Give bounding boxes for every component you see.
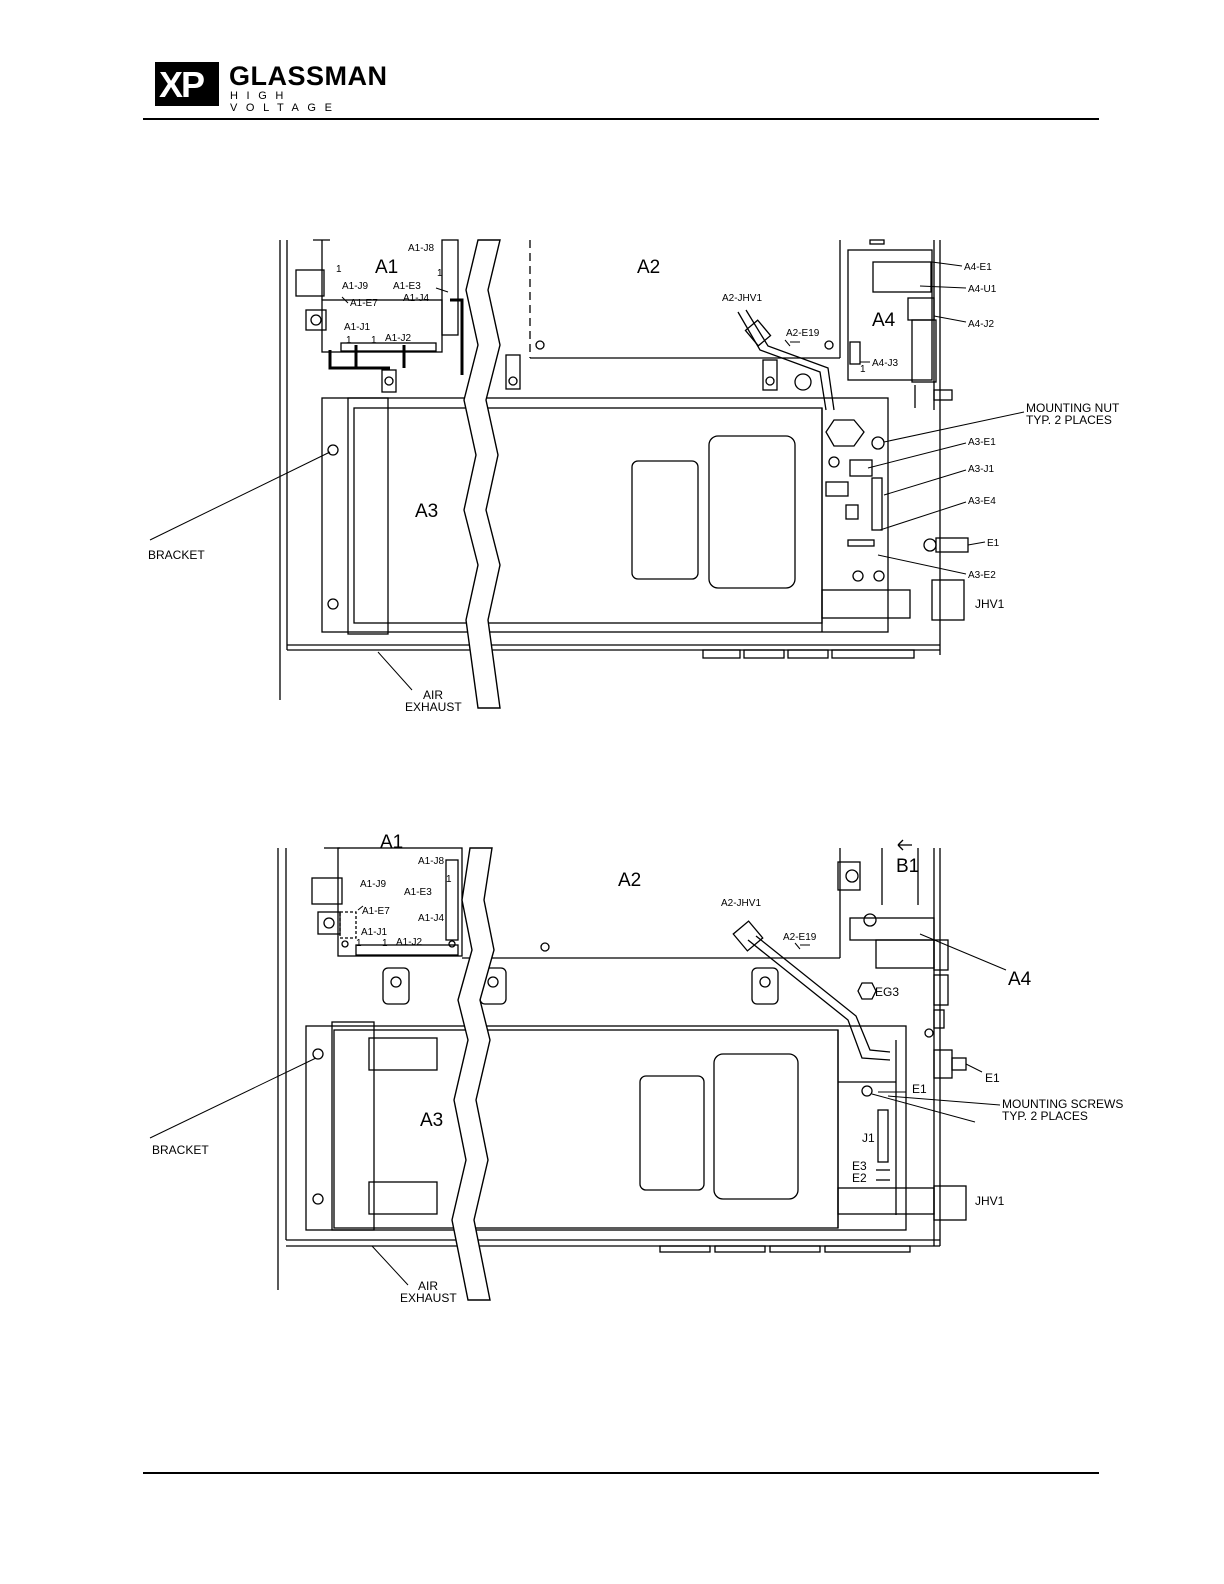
fig1-label-a1-j4: A1-J4: [403, 293, 430, 304]
fig2-label-a2-e19: A2-E19: [783, 932, 817, 943]
fig2-label-mounting-screws: MOUNTING SCREWS: [1002, 1097, 1123, 1111]
fig2-label-a4: A4: [1008, 969, 1032, 990]
fig2-label-b1: B1: [896, 856, 919, 877]
figure-2-top-view: A1 A2 A3 A4 B1 A1-J8 A1-J9 A1-E3 A1-E7 A…: [149, 832, 1123, 1305]
fig2-label-e1-inner: E1: [912, 1082, 927, 1096]
fig2-label-mounting-screws-typ: TYP. 2 PLACES: [1002, 1109, 1088, 1123]
fig1-label-a4-u1: A4-U1: [968, 284, 997, 295]
logo-mark: XP: [155, 62, 219, 106]
logo-name: GLASSMAN: [229, 61, 388, 91]
fig2-label-a1-e3: A1-E3: [404, 887, 432, 898]
fig1-label-mounting-nut-typ: TYP. 2 PLACES: [1026, 413, 1112, 427]
fig2-label-exhaust: EXHAUST: [400, 1291, 457, 1305]
fig1-label-a1-e3: A1-E3: [393, 281, 421, 292]
fig2-label-e1-right: E1: [985, 1071, 1000, 1085]
fig1-label-a2: A2: [637, 257, 660, 278]
fig1-label-a1: A1: [375, 257, 398, 278]
fig1-label-air: AIR: [423, 688, 443, 702]
fig1-label-a4: A4: [872, 310, 896, 331]
fig1-label-exhaust: EXHAUST: [405, 700, 462, 714]
fig1-label-a1-j8: A1-J8: [408, 243, 435, 254]
fig2-label-a1-j9: A1-J9: [360, 879, 387, 890]
fig1-label-a3: A3: [415, 501, 438, 522]
fig1-label-a3-e1: A3-E1: [968, 437, 996, 448]
fig1-label-a1-j1: A1-J1: [344, 322, 371, 333]
fig1-pin-1-e: 1: [860, 364, 866, 375]
fig1-pin-1-a: 1: [437, 268, 443, 279]
fig2-label-a2-jhv1: A2-JHV1: [721, 898, 761, 909]
fig1-label-bracket: BRACKET: [148, 548, 205, 562]
fig1-label-mounting-nut: MOUNTING NUT: [1026, 401, 1120, 415]
fig2-pin-1-b: 1: [356, 938, 362, 949]
fig2-label-air: AIR: [418, 1279, 438, 1293]
fig2-label-a1-j2: A1-J2: [396, 937, 423, 948]
fig2-pin-1-a: 1: [446, 874, 452, 885]
fig1-label-a4-j3: A4-J3: [872, 358, 899, 369]
fig2-label-a3: A3: [420, 1110, 443, 1131]
fig1-label-a2-e19: A2-E19: [786, 328, 820, 339]
fig2-label-a2: A2: [618, 870, 641, 891]
company-logo: XP GLASSMAN HIGH VOLTAGE: [155, 61, 395, 114]
fig1-label-a1-j2: A1-J2: [385, 333, 412, 344]
fig1-label-a3-e4: A3-E4: [968, 496, 996, 507]
fig2-label-a1-j4: A1-J4: [418, 913, 445, 924]
fig2-label-a1-j1: A1-J1: [361, 927, 388, 938]
fig1-label-a1-e7: A1-E7: [350, 298, 378, 309]
figure-1-top-view: A1 A2 A3 A4 A1-J8 A1-J9 A1-E7 A1-E3 A1-J…: [148, 239, 1120, 714]
fig1-label-a3-e2: A3-E2: [968, 570, 996, 581]
fig2-label-a1-e7: A1-E7: [362, 906, 390, 917]
footer-rule: [143, 1472, 1099, 1474]
fig1-label-a2-jhv1: A2-JHV1: [722, 293, 762, 304]
fig2-label-e3: E3: [852, 1159, 867, 1173]
fig1-pin-1-d: 1: [336, 264, 342, 275]
fig2-label-jhv1: JHV1: [975, 1194, 1005, 1208]
header-rule: [143, 118, 1099, 120]
fig1-pin-1-c: 1: [371, 335, 377, 346]
fig2-label-j1: J1: [862, 1131, 875, 1145]
fig1-label-jhv1: JHV1: [975, 597, 1005, 611]
fig2-label-eg3: EG3: [875, 985, 899, 999]
fig1-label-a4-e1: A4-E1: [964, 262, 992, 273]
fig1-label-e1: E1: [987, 538, 1000, 549]
fig2-pin-1-c: 1: [382, 938, 388, 949]
fig1-label-a4-j2: A4-J2: [968, 319, 995, 330]
fig2-label-e2: E2: [852, 1171, 867, 1185]
fig2-label-bracket: BRACKET: [152, 1143, 209, 1157]
fig2-label-a1-j8: A1-J8: [418, 856, 445, 867]
logo-tagline: HIGH VOLTAGE: [230, 90, 341, 114]
fig1-pin-1-b: 1: [346, 335, 352, 346]
fig1-label-a3-j1: A3-J1: [968, 464, 995, 475]
fig2-label-a1: A1: [380, 832, 403, 853]
fig1-label-a1-j9: A1-J9: [342, 281, 369, 292]
